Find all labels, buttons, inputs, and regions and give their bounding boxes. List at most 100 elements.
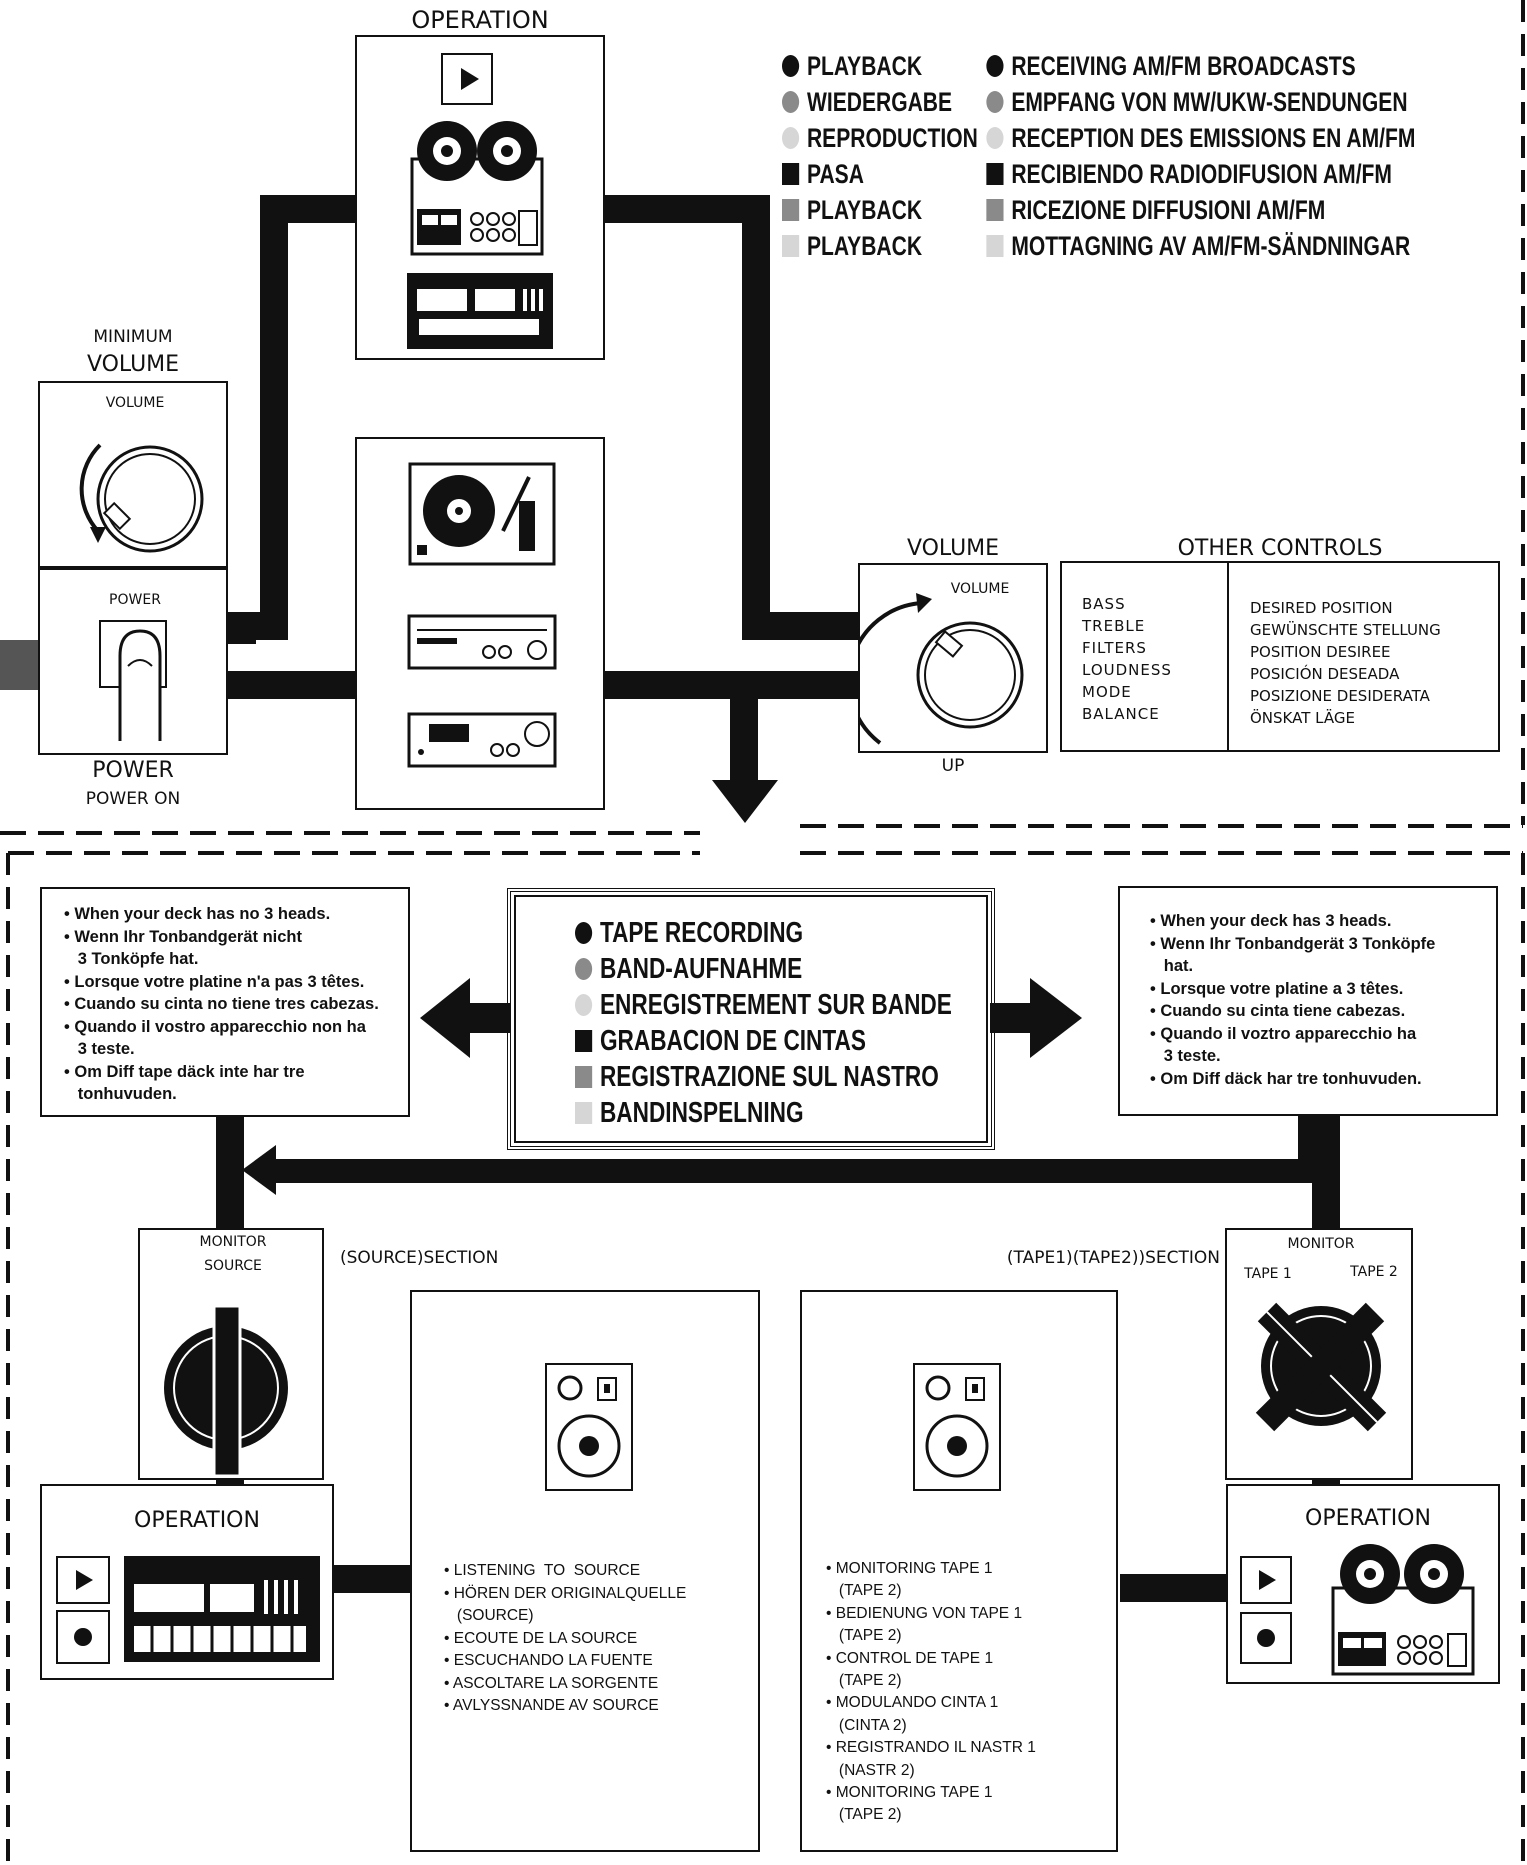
list-item: • HÖREN DER ORIGINALQUELLE [444, 1584, 687, 1602]
note-line: • When your deck has 3 heads. [1150, 912, 1392, 930]
tape-selector-knob-icon[interactable] [1227, 1276, 1415, 1476]
power-panel: POWER [38, 568, 228, 755]
recording-legend-label: BAND-AUFNAHME [599, 952, 803, 985]
note-line: 3 teste. [64, 1040, 135, 1058]
recording-legend-label: TAPE RECORDING [599, 916, 804, 949]
play-button[interactable] [56, 1556, 110, 1604]
record-button[interactable] [56, 1610, 110, 1664]
legend-square-icon [782, 163, 800, 185]
record-button[interactable] [1240, 1612, 1292, 1664]
recording-legend-row: REGISTRAZIONE SUL NASTRO [575, 1060, 939, 1094]
turntable-icon [408, 462, 556, 566]
legend-dot-icon [986, 55, 1004, 77]
up-label: UP [941, 756, 965, 776]
legend-receiving-label: RICEZIONE DIFFUSIONI AM/FM [1011, 194, 1326, 225]
volume-heading: VOLUME [86, 352, 180, 377]
operation-left-panel: OPERATION [40, 1484, 334, 1680]
operation-right-panel: OPERATION [1226, 1484, 1500, 1684]
power-label: POWER [109, 592, 161, 608]
legend-dot-icon [575, 958, 593, 980]
speaker-icon [913, 1363, 1001, 1491]
tape-monitoring-panel: • MONITORING TAPE 1 (TAPE 2)• BEDIENUNG … [800, 1290, 1118, 1852]
legend-playback-label: REPRODUCTION [806, 122, 978, 153]
note-line: • Om Diff tape däck inte har tre [64, 1062, 305, 1081]
volume-knob-icon[interactable] [40, 413, 230, 563]
legend-receiving-label: RECEIVING AM/FM BROADCASTS [1011, 50, 1356, 81]
list-item: • BEDIENUNG VON TAPE 1 [826, 1604, 1023, 1622]
volume-up-knob-icon[interactable] [860, 575, 1050, 755]
list-item: • ECOUTE DE LA SOURCE [444, 1629, 638, 1647]
list-item: (TAPE 2) [826, 1672, 902, 1690]
control-name: LOUDNESS [1082, 661, 1172, 679]
list-item: (NASTR 2) [826, 1761, 915, 1779]
cassette-deck-icon [407, 273, 553, 349]
note-line: 3 teste. [1150, 1047, 1221, 1065]
position-text: GEWÜNSCHTE STELLUNG [1250, 621, 1441, 639]
legend-square-icon [575, 1102, 593, 1124]
legend-receiving-label: MOTTAGNING AV AM/FM-SÄNDNINGAR [1011, 230, 1411, 261]
monitor-tape-panel: MONITOR TAPE 1 TAPE 2 [1225, 1228, 1413, 1480]
position-text: POSITION DESIREE [1250, 643, 1391, 661]
tuner-icon [407, 614, 557, 670]
source-section-label: (SOURCE)SECTION [340, 1248, 499, 1268]
play-button[interactable] [1240, 1556, 1292, 1604]
list-item: • AVLYSSNANDE AV SOURCE [444, 1697, 659, 1714]
play-button[interactable] [441, 53, 493, 105]
record-icon [1257, 1629, 1275, 1647]
legend-dot-icon [575, 922, 593, 944]
tape-section-label: (TAPE1)(TAPE2))SECTION [1006, 1248, 1220, 1268]
position-text: POSIZIONE DESIDERATA [1250, 687, 1430, 705]
legend-row: PLAYBACK MOTTAGNING AV AM/FM-SÄNDNINGAR [782, 229, 1410, 263]
volume-knob-label: VOLUME [105, 395, 165, 411]
source-listening-list: • LISTENING TO SOURCE• HÖREN DER ORIGINA… [444, 1560, 686, 1718]
tape2-label: TAPE 2 [1350, 1264, 1398, 1280]
top-operation-panel [355, 35, 605, 360]
note-line: hat. [1150, 957, 1194, 975]
legend-square-icon [986, 235, 1004, 257]
source-listening-panel: • LISTENING TO SOURCE• HÖREN DER ORIGINA… [410, 1290, 760, 1852]
tape-monitoring-list: • MONITORING TAPE 1 (TAPE 2)• BEDIENUNG … [826, 1558, 1036, 1827]
position-text: ÖNSKAT LÄGE [1250, 709, 1355, 727]
legend-square-icon [575, 1030, 593, 1052]
list-item: • ASCOLTARE LA SORGENTE [444, 1674, 659, 1692]
note-line: • Cuando su cinta no tiene tres cabezas. [64, 995, 379, 1013]
recording-legend-label: GRABACION DE CINTAS [599, 1024, 866, 1057]
operation-left-title: OPERATION [134, 1508, 260, 1533]
other-controls-heading: OTHER CONTROLS [1177, 536, 1383, 561]
source-selector-knob-icon[interactable] [140, 1276, 326, 1476]
note-line: • Quando il voztro apparecchio ha [1150, 1024, 1417, 1043]
no-three-heads-note: • When your deck has no 3 heads. • Wenn I… [40, 887, 410, 1117]
note-line: • Om Diff däck har tre tonhuvuden. [1150, 1069, 1422, 1088]
legend-playback-label: PLAYBACK [806, 50, 923, 81]
list-item: • REGISTRANDO IL NASTR 1 [826, 1739, 1036, 1757]
control-name: MODE [1082, 683, 1132, 701]
play-icon [76, 1570, 93, 1590]
legend-playback-label: PLAYBACK [806, 230, 923, 261]
power-button-icon[interactable] [40, 616, 230, 756]
note-line: tonhuvuden. [64, 1085, 177, 1103]
monitor-right-label: MONITOR [1287, 1236, 1355, 1252]
list-item: (SOURCE) [444, 1607, 534, 1624]
list-item: (TAPE 2) [826, 1582, 902, 1600]
position-text: POSICIÓN DESEADA [1250, 665, 1400, 683]
legend-dot-icon [782, 55, 800, 77]
note-line: • Quando il vostro apparecchio non ha [64, 1017, 366, 1036]
position-text: DESIRED POSITION [1250, 599, 1393, 617]
note-line: • When your deck has no 3 heads. [64, 905, 331, 923]
three-heads-note: • When your deck has 3 heads.• Wenn Ihr … [1118, 886, 1498, 1116]
legend-dot-icon [782, 91, 800, 113]
list-item: (TAPE 2) [826, 1806, 902, 1824]
recording-legend-row: GRABACION DE CINTAS [575, 1024, 866, 1058]
note-line: • Lorsque votre platine a 3 têtes. [1150, 979, 1404, 998]
note-line: • Wenn Ihr Tonbandgerät nicht [64, 927, 302, 946]
speaker-icon [545, 1363, 633, 1491]
recording-legend-label: BANDINSPELNING [599, 1096, 804, 1129]
cassette-deck-icon [124, 1556, 320, 1662]
volume-up-knob-label: VOLUME [950, 581, 1010, 597]
volume-up-panel: VOLUME [858, 563, 1048, 753]
